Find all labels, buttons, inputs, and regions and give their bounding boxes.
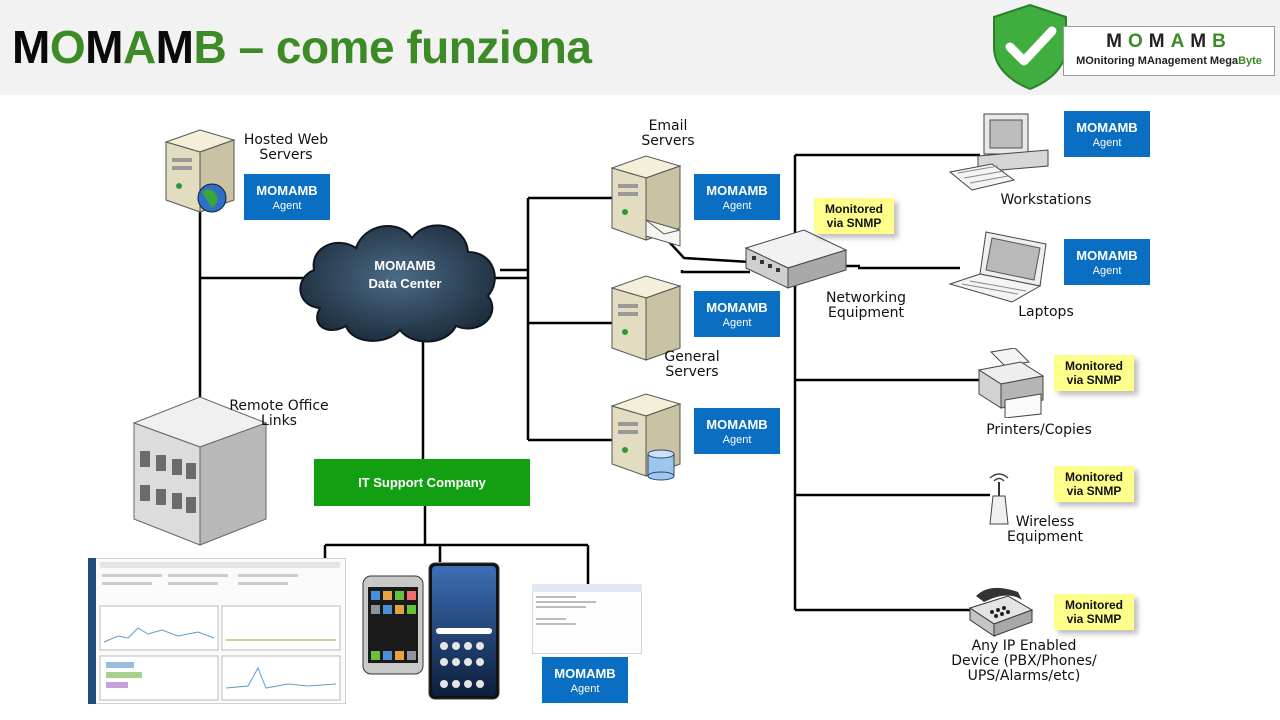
logo-name: MOMAMB bbox=[1106, 31, 1232, 52]
it-support-box: IT Support Company bbox=[314, 459, 530, 506]
brand-logo: MOMAMB MOnitoring MAnagement MegaByte bbox=[1063, 26, 1275, 76]
workstation-icon bbox=[948, 113, 1049, 191]
logo-subtitle: MOnitoring MAnagement MegaByte bbox=[1076, 55, 1262, 67]
dashboard-screenshot bbox=[88, 558, 346, 704]
shield-check-logo-icon bbox=[993, 3, 1067, 91]
printer-icon bbox=[977, 348, 1045, 418]
label-laptops: Laptops bbox=[1018, 304, 1074, 320]
email-server-icon bbox=[610, 155, 682, 247]
office-building-icon bbox=[132, 396, 268, 546]
wireless-access-point-icon bbox=[989, 473, 1009, 525]
label-hosted-web-servers: Hosted Web Servers bbox=[243, 132, 329, 163]
label-wireless: Wireless Equipment bbox=[1007, 514, 1083, 545]
database-server-icon bbox=[610, 393, 682, 481]
label-email-servers: Email Servers bbox=[641, 118, 695, 149]
web-server-icon bbox=[164, 129, 236, 213]
label-general-servers: General Servers bbox=[664, 349, 720, 380]
snmp-note-ip-devices: Monitored via SNMP bbox=[1054, 594, 1134, 630]
cloud-icon bbox=[299, 224, 496, 343]
label-printers: Printers/Copies bbox=[986, 422, 1092, 438]
label-networking-equipment: Networking Equipment bbox=[825, 290, 907, 321]
page-title: MOMAMB – come funziona bbox=[12, 21, 592, 73]
android-phone-icon bbox=[428, 562, 500, 700]
snmp-note-printers: Monitored via SNMP bbox=[1054, 355, 1134, 391]
label-workstations: Workstations bbox=[1000, 192, 1092, 208]
label-ip-devices: Any IP Enabled Device (PBX/Phones/ UPS/A… bbox=[951, 638, 1097, 684]
iphone-device-icon bbox=[362, 575, 424, 675]
network-switch-icon bbox=[744, 229, 848, 289]
snmp-note-wireless: Monitored via SNMP bbox=[1054, 466, 1134, 502]
general-server-icon bbox=[610, 275, 682, 361]
email-client-screenshot bbox=[532, 584, 642, 654]
label-remote-office: Remote Office Links bbox=[229, 398, 329, 429]
snmp-note-networking: Monitored via SNMP bbox=[814, 198, 894, 234]
ip-phone-icon bbox=[968, 587, 1034, 637]
laptop-icon bbox=[948, 231, 1047, 303]
